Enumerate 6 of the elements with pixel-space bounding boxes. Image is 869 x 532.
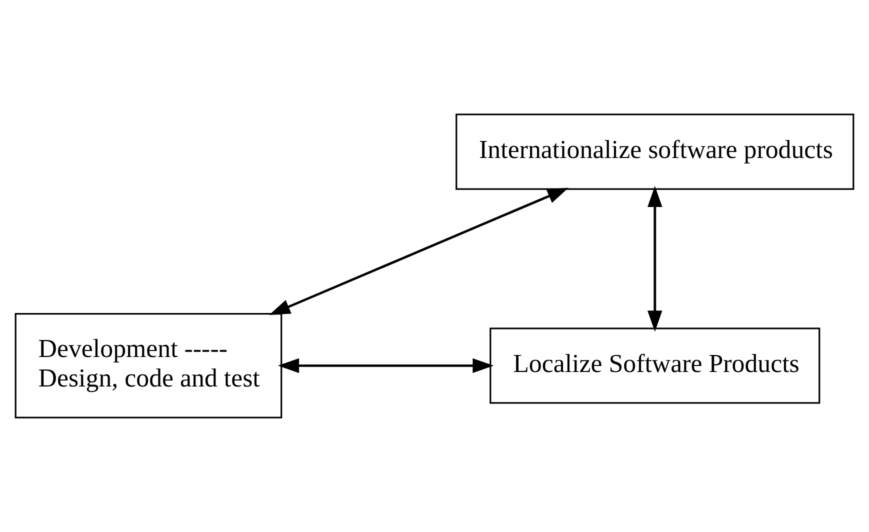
arrow [278, 358, 494, 374]
node-box: Development ----- Design, code and test [14, 313, 282, 418]
node-box: Internationalize software products [456, 114, 854, 190]
node-box: Localize Software Products [490, 328, 820, 404]
arrow [269, 188, 569, 316]
arrow [648, 186, 662, 332]
